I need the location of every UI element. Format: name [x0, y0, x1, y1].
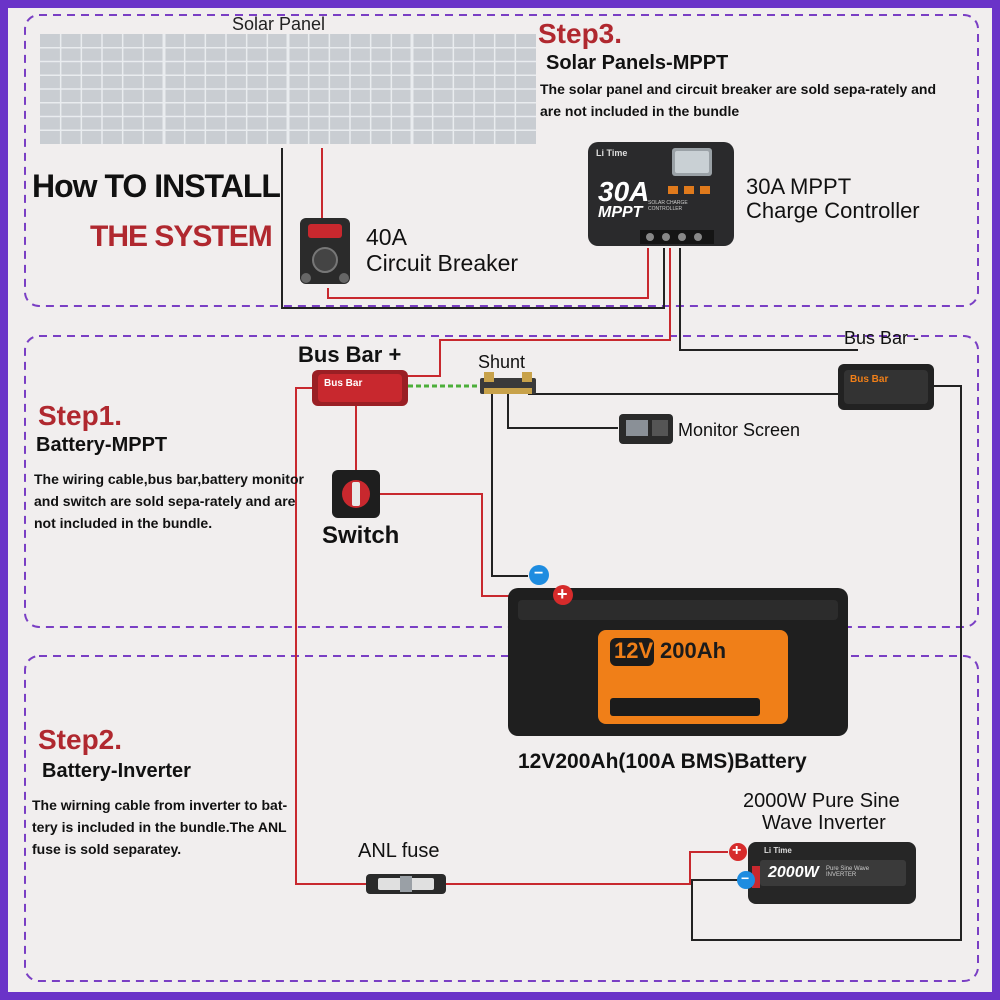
inverter-model: 2000W	[768, 864, 819, 881]
step3-heading: Step3.	[538, 18, 623, 49]
battery-plus-sign: +	[557, 584, 568, 604]
bus-bar-positive-plate: Bus Bar	[324, 378, 363, 389]
inverter-device	[729, 842, 916, 904]
diagram-graphics	[24, 14, 979, 982]
wire-controller-to-busbar-pos	[408, 248, 671, 377]
step3-body: The solar panel and circuit breaker are …	[540, 81, 937, 119]
bus-bar-negative-device	[838, 364, 934, 410]
mppt-controller-device	[588, 142, 734, 246]
shunt-device	[480, 372, 536, 394]
page-title-line1: How TO INSTALL	[32, 168, 281, 204]
controller-mppt-label: MPPT	[598, 204, 643, 221]
wire-shunt-to-battery-neg	[491, 394, 528, 577]
inverter-sub: Pure Sine Wave INVERTER	[826, 866, 870, 878]
battery-minus-sign: −	[534, 565, 544, 582]
inverter-label-line2: Wave Inverter	[762, 812, 886, 834]
wire-controller-to-busbar-neg	[679, 248, 858, 351]
controller-sub-label: SOLAR CHARGE CONTROLLER	[648, 200, 688, 212]
step2-heading: Step2.	[38, 724, 123, 755]
installation-diagram: How TO INSTALL THE SYSTEM Step3. Solar P…	[8, 8, 992, 992]
inverter-minus-sign: −	[741, 870, 750, 886]
inverter-brand: Li Time	[764, 846, 792, 855]
step1-section-frame	[24, 335, 979, 628]
wire-busbar-neg-to-inverter	[691, 385, 962, 941]
bus-bar-negative-label: Bus Bar -	[844, 328, 920, 348]
wire-shunt-to-monitor	[507, 394, 618, 429]
circuit-breaker-device	[300, 218, 350, 284]
controller-brand: Li Time	[596, 148, 628, 158]
solar-panel-image	[40, 34, 536, 144]
inverter-label-line1: 2000W Pure Sine	[743, 790, 900, 812]
battery-voltage-label: 12V	[614, 638, 654, 663]
step3-subtitle: Solar Panels-MPPT	[546, 52, 729, 74]
bus-bar-positive-device	[312, 370, 408, 406]
battery-capacity-label: 200Ah	[660, 638, 727, 663]
controller-label-line2: Charge Controller	[746, 198, 920, 223]
anl-fuse-label: ANL fuse	[358, 840, 440, 862]
monitor-screen-device	[619, 414, 673, 444]
step2-section-frame	[24, 655, 979, 982]
controller-label-line1: 30A MPPT	[746, 174, 852, 199]
breaker-label-line2: Circuit Breaker	[366, 250, 519, 276]
wire-busbar-pos-to-fuse	[295, 387, 366, 885]
monitor-screen-label: Monitor Screen	[678, 420, 801, 440]
step2-body: The wirning cable from inverter to bat-t…	[32, 797, 288, 857]
wire-fuse-to-inverter	[446, 851, 728, 885]
battery-label: 12V200Ah(100A BMS)Battery	[518, 750, 807, 773]
battery-device	[508, 565, 848, 736]
bus-bar-negative-plate: Bus Bar	[850, 374, 889, 385]
wire-breaker-to-controller	[327, 248, 649, 299]
shunt-label: Shunt	[478, 352, 526, 372]
anl-fuse-device	[366, 874, 446, 894]
step2-subtitle: Battery-Inverter	[42, 760, 191, 782]
wire-switch-to-battery	[380, 493, 548, 597]
controller-big-label: 30A	[598, 176, 650, 207]
battery-switch-device	[332, 470, 380, 518]
bus-bar-positive-label: Bus Bar +	[298, 342, 402, 367]
step3-section-frame	[24, 14, 979, 307]
switch-label: Switch	[322, 522, 400, 549]
step1-body: The wiring cable,bus bar,battery monitor…	[34, 471, 304, 531]
breaker-label-line1: 40A	[366, 224, 407, 250]
page-title-line2: THE SYSTEM	[90, 220, 273, 253]
step1-heading: Step1.	[38, 400, 123, 431]
inverter-plus-sign: +	[732, 842, 742, 859]
step1-subtitle: Battery-MPPT	[36, 434, 168, 456]
wire-panel-negative	[281, 148, 665, 309]
solar-panel-label: Solar Panel	[232, 14, 326, 34]
